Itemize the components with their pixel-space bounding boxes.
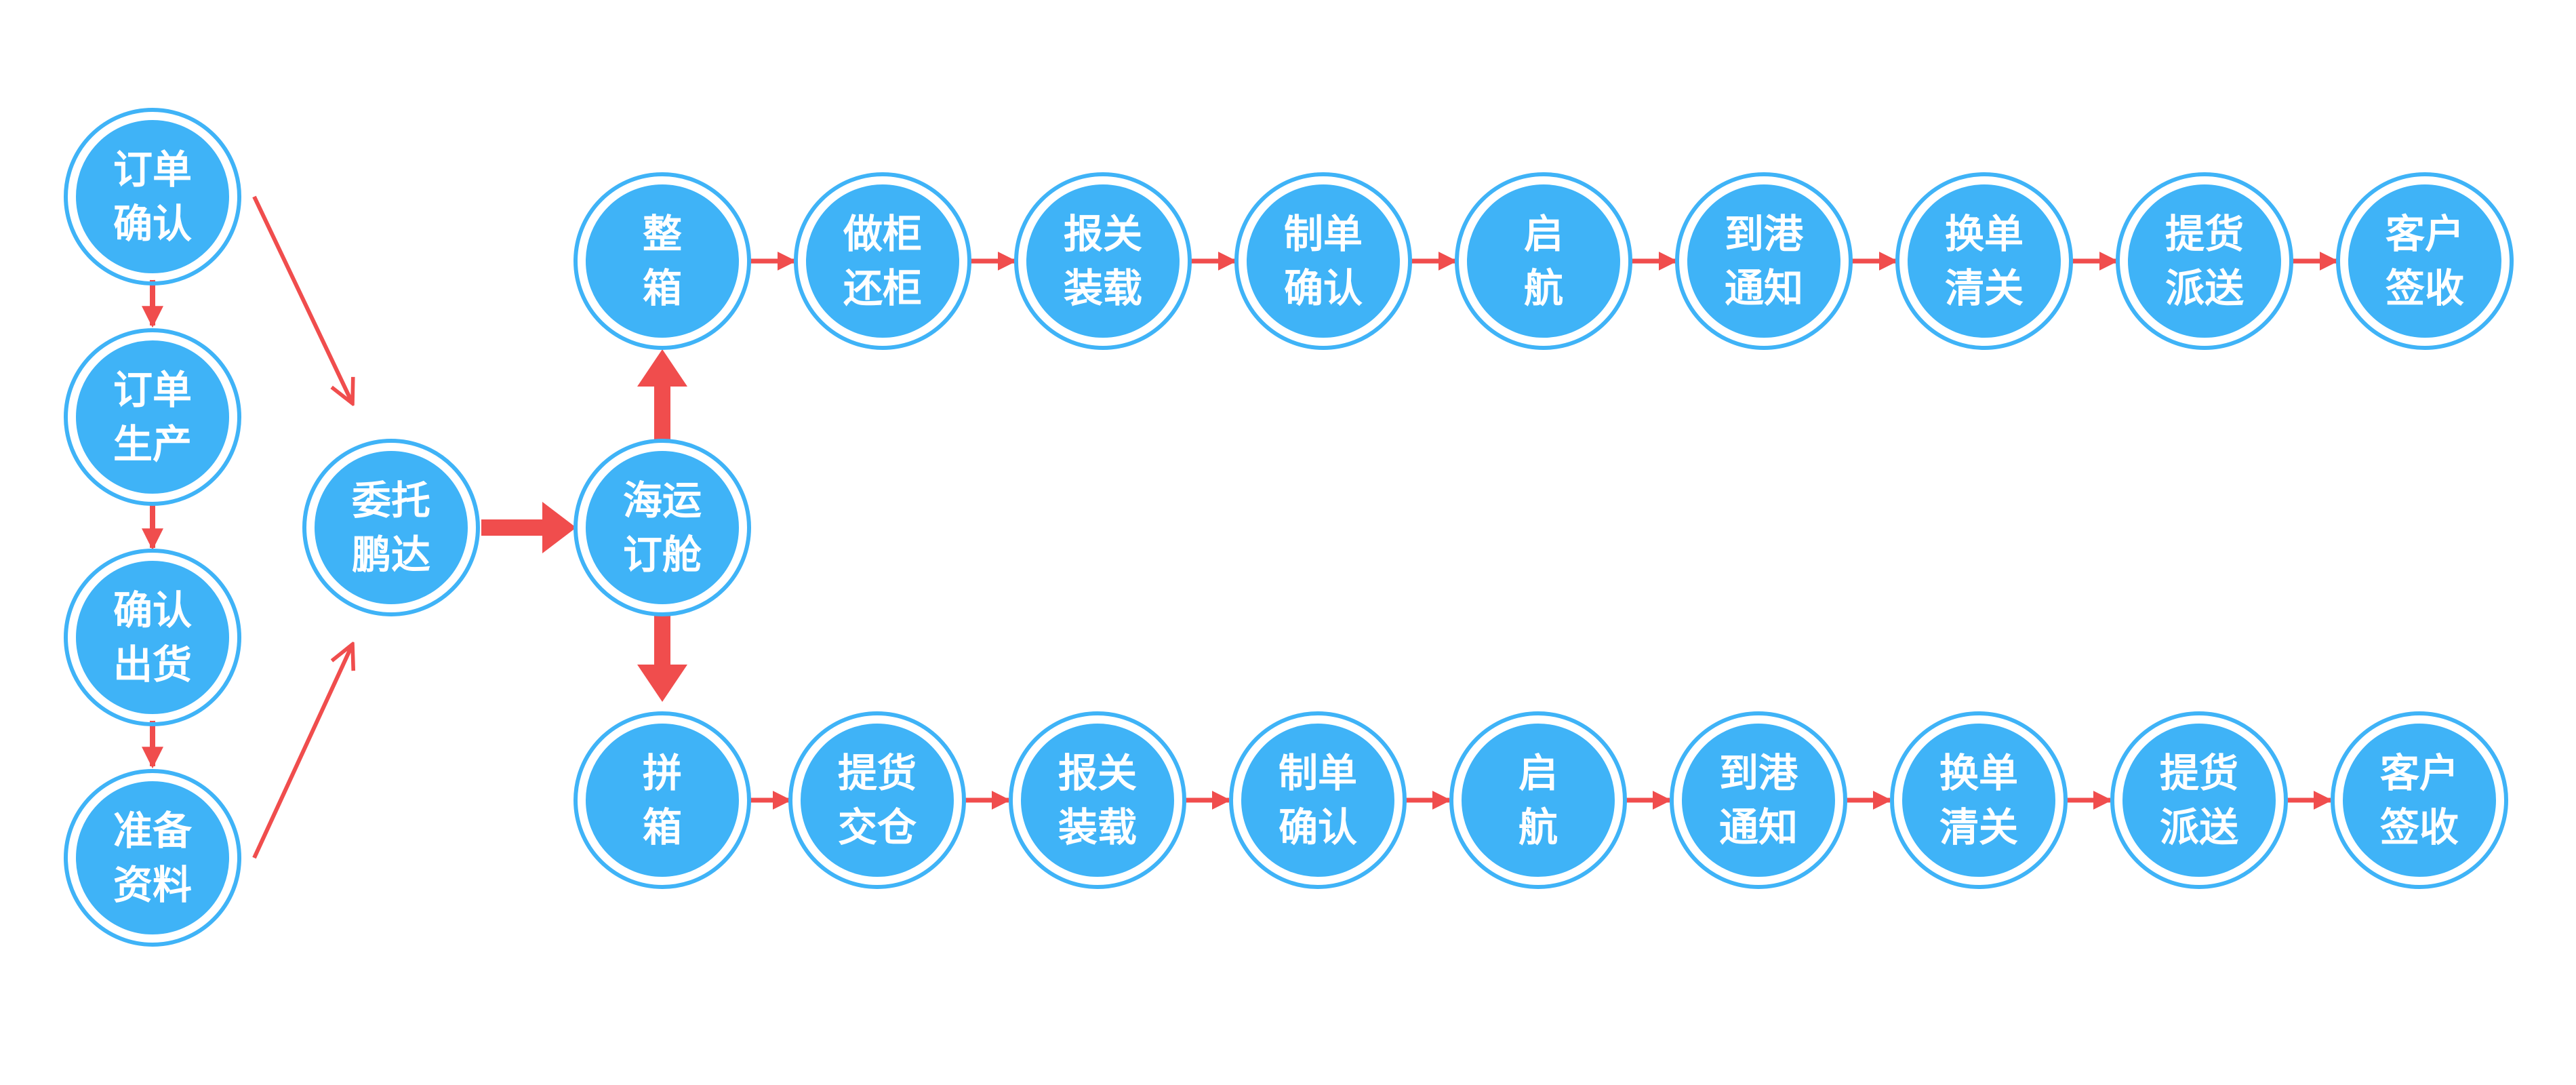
arrow-prepare-to-entrust: [252, 644, 353, 859]
node-fcl-customs: 报关 装载: [1014, 172, 1192, 350]
node-order-confirm-line1: 订单: [113, 146, 192, 193]
node-lcl-docs-line1: 制单: [1279, 750, 1357, 796]
node-sea-booking-line2: 订舱: [623, 532, 702, 578]
node-fcl-clearance-line1: 换单: [1945, 211, 2024, 257]
node-lcl-customs-line1: 报关: [1058, 750, 1137, 796]
node-fcl-docs: 制单 确认: [1234, 172, 1412, 350]
node-confirm-ship: 确认 出货: [64, 549, 241, 726]
node-lcl-delivery-line2: 派送: [2160, 804, 2238, 850]
node-lcl-docs-line2: 确认: [1279, 804, 1357, 850]
node-fcl-delivery-line2: 派送: [2165, 265, 2244, 311]
node-lcl-clearance: 换单 清关: [1890, 711, 2068, 889]
node-fcl-docs-line2: 确认: [1284, 265, 1363, 311]
node-fcl-signoff-line1: 客户: [2386, 211, 2464, 257]
node-entrust-pengda: 委托 鹏达: [302, 439, 480, 616]
arrowhead-entrust-to-sea-booking: [542, 502, 576, 553]
node-lcl-delivery: 提货 派送: [2110, 711, 2288, 889]
node-confirm-ship-line2: 出货: [113, 642, 192, 688]
node-fcl-signoff: 客户 签收: [2336, 172, 2514, 350]
node-lcl-arrival: 到港 通知: [1670, 711, 1847, 889]
arrow-order-confirm-to-entrust: [252, 195, 353, 403]
node-lcl-arrival-line2: 通知: [1719, 804, 1798, 850]
flow-nodes: 订单 确认 订单 生产 确认 出货 准备 资料 委托 鹏达: [64, 108, 2514, 947]
node-lcl-clearance-line1: 换单: [1939, 750, 2018, 796]
node-prepare-docs-line2: 资料: [113, 862, 192, 908]
node-lcl-sail-line2: 航: [1518, 804, 1558, 850]
node-lcl-docs: 制单 确认: [1229, 711, 1407, 889]
node-fcl-signoff-line2: 签收: [2386, 265, 2464, 311]
node-order-confirm: 订单 确认: [64, 108, 241, 285]
node-fcl-sail-line1: 启: [1524, 211, 1563, 257]
node-fcl-docs-line1: 制单: [1284, 211, 1363, 257]
node-fcl-customs-line1: 报关: [1064, 211, 1142, 257]
node-lcl-warehouse-line2: 交仓: [838, 804, 917, 850]
node-fcl-container-line1: 做柜: [843, 211, 922, 257]
node-lcl-arrival-line1: 到港: [1719, 750, 1798, 796]
node-fcl-delivery-line1: 提货: [2165, 211, 2244, 257]
node-lcl-signoff-line1: 客户: [2380, 750, 2459, 796]
node-lcl-start-line2: 箱: [643, 804, 682, 850]
node-entrust-pengda-line2: 鹏达: [352, 532, 430, 578]
node-order-produce-line1: 订单: [113, 367, 192, 413]
node-prepare-docs-line1: 准备: [113, 808, 193, 854]
node-fcl-container: 做柜 还柜: [794, 172, 971, 350]
node-fcl-arrival-line2: 通知: [1725, 265, 1803, 311]
node-lcl-sail-line1: 启: [1518, 750, 1558, 796]
flow-arrows: [142, 195, 2339, 859]
node-fcl-sail: 启 航: [1455, 172, 1632, 350]
node-lcl-start: 拼 箱: [573, 711, 751, 889]
node-lcl-signoff-line2: 签收: [2380, 804, 2459, 850]
node-lcl-customs: 报关 装载: [1009, 711, 1186, 889]
node-fcl-customs-line2: 装载: [1064, 265, 1142, 311]
arrowhead-sea-booking-to-lcl: [637, 665, 687, 702]
node-lcl-warehouse-line1: 提货: [838, 750, 917, 796]
node-fcl-sail-line2: 航: [1524, 265, 1563, 311]
arrowhead-sea-booking-to-fcl: [637, 349, 687, 387]
node-fcl-clearance-line2: 清关: [1945, 265, 2024, 311]
node-lcl-clearance-line2: 清关: [1939, 804, 2018, 850]
node-lcl-start-line1: 拼: [643, 750, 682, 796]
node-fcl-container-line2: 还柜: [843, 265, 922, 311]
node-fcl-arrival: 到港 通知: [1675, 172, 1853, 350]
node-order-produce: 订单 生产: [64, 328, 241, 506]
node-lcl-signoff: 客户 签收: [2331, 711, 2508, 889]
node-order-confirm-line2: 确认: [113, 201, 192, 247]
node-prepare-docs: 准备 资料: [64, 769, 241, 947]
node-sea-booking: 海运 订舱: [573, 439, 751, 616]
node-fcl-delivery: 提货 派送: [2116, 172, 2293, 350]
node-order-produce-line2: 生产: [113, 421, 192, 467]
node-fcl-arrival-line1: 到港: [1725, 211, 1804, 257]
node-lcl-delivery-line1: 提货: [2160, 750, 2238, 796]
node-fcl-clearance: 换单 清关: [1895, 172, 2073, 350]
node-lcl-sail: 启 航: [1449, 711, 1627, 889]
node-entrust-pengda-line1: 委托: [352, 477, 430, 524]
node-fcl-start-line2: 箱: [643, 265, 682, 311]
node-fcl-start-line1: 整: [643, 211, 682, 257]
node-lcl-warehouse: 提货 交仓: [788, 711, 966, 889]
node-fcl-start: 整 箱: [573, 172, 751, 350]
node-confirm-ship-line1: 确认: [113, 587, 192, 633]
node-lcl-customs-line2: 装载: [1058, 804, 1137, 850]
node-sea-booking-line1: 海运: [623, 477, 702, 524]
